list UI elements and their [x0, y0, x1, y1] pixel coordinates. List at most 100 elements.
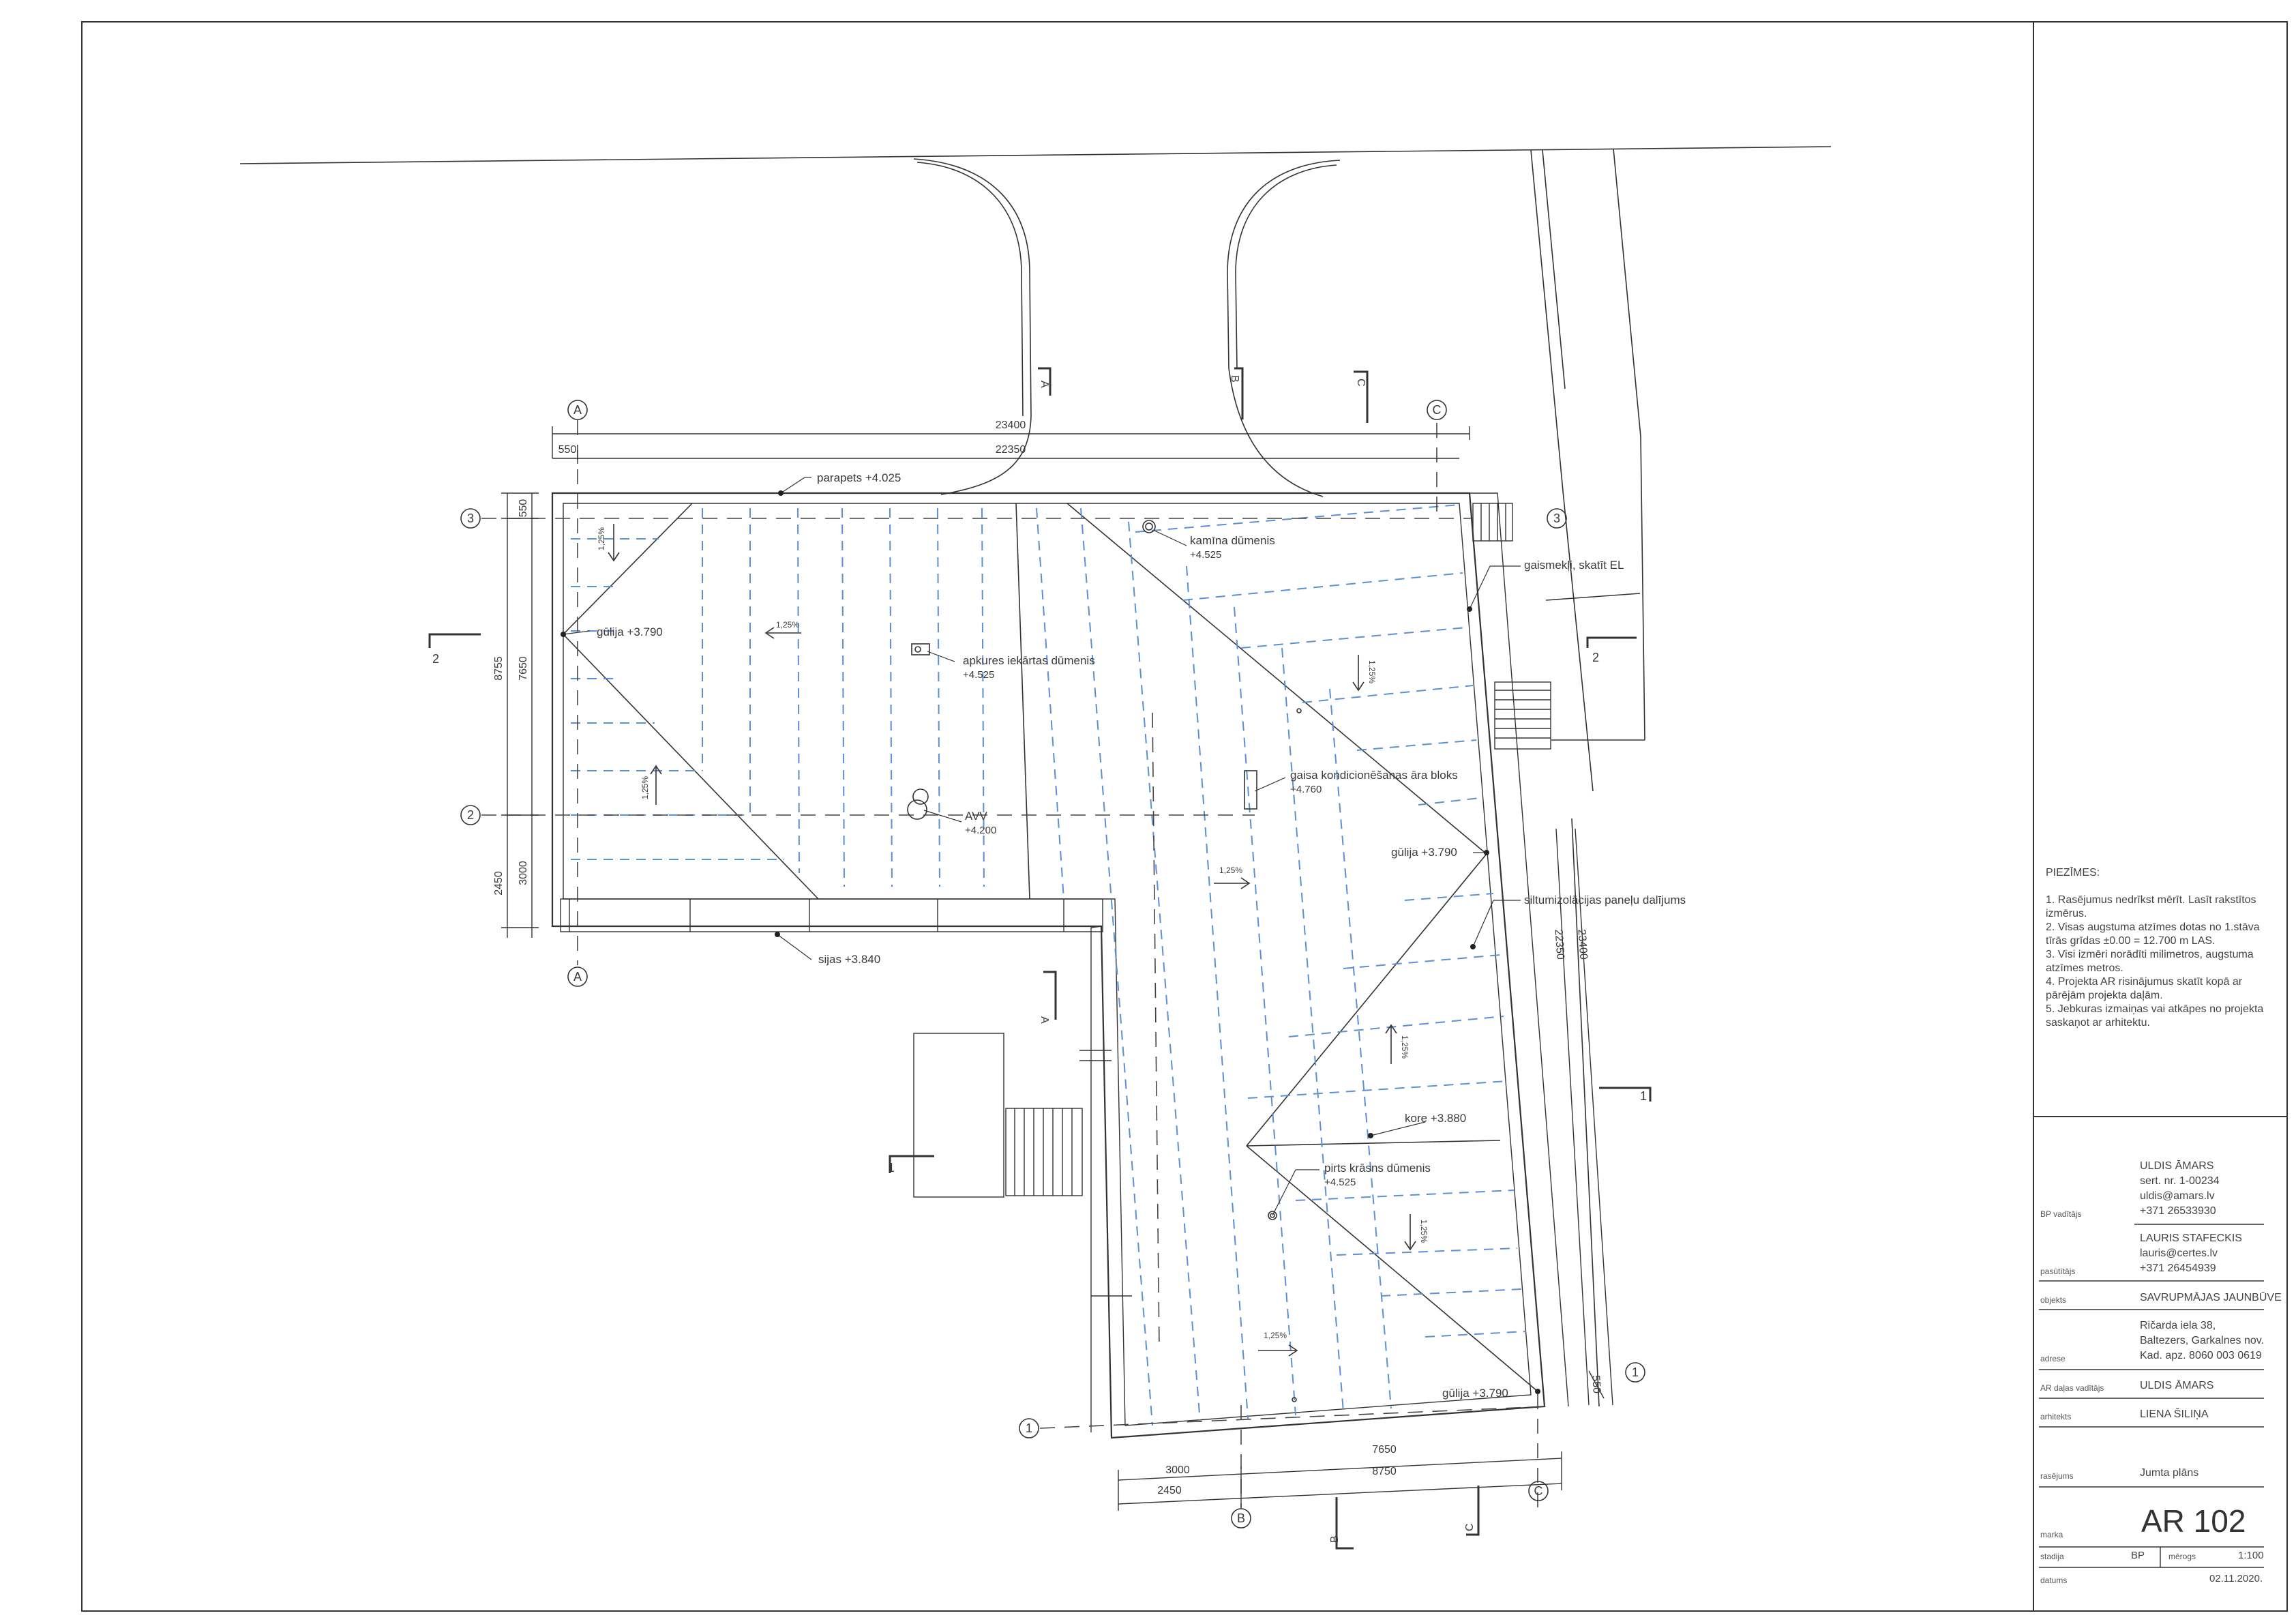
label-sijas: sijas +3.840 — [818, 953, 880, 966]
grid-axes — [481, 420, 1549, 1507]
dim-left-550: 550 — [518, 499, 529, 518]
label-apkures-elev: +4.525 — [963, 669, 994, 681]
stage-value: BP — [2131, 1550, 2145, 1561]
label-gaismekli: gaismekļi, skatīt EL — [1524, 559, 1624, 572]
dim-bottom-2450: 2450 — [1157, 1485, 1182, 1496]
stage-label: stadija — [2040, 1552, 2064, 1561]
section-b-top: B — [1229, 375, 1240, 383]
address-label: adrese — [2040, 1354, 2066, 1363]
slope-label-2: 1,25% — [1219, 866, 1242, 875]
bp-name: ULDIS ĀMARS — [2140, 1160, 2214, 1172]
dim-top-overall: 23400 — [996, 419, 1026, 431]
address-line-2: Baltezers, Garkalnes nov. — [2140, 1335, 2265, 1346]
notes-title: PIEZĪMES: — [2046, 867, 2100, 879]
scale-value: 1:100 — [2238, 1550, 2264, 1561]
stairs — [913, 503, 1551, 1198]
client-phone: +371 26454939 — [2140, 1263, 2216, 1274]
note-2: 2. Visas augstuma atzīmes dotas no 1.stā… — [2046, 921, 2260, 947]
label-pirts-elev: +4.525 — [1324, 1177, 1356, 1188]
label-gulija-bottom: gūlija +3.790 — [1442, 1387, 1508, 1400]
section-2-right: 2 — [1592, 651, 1599, 664]
slope-label-8: 1,25% — [1419, 1220, 1429, 1243]
dim-right-overall: 23400 — [1575, 929, 1589, 960]
site-lines — [239, 146, 1832, 1407]
dim-left-2450: 2450 — [493, 871, 505, 896]
titleblock-lines — [2039, 1224, 2264, 1568]
bp-cert: sert. nr. 1-00234 — [2140, 1175, 2220, 1187]
slope-label-3: 1,25% — [1264, 1331, 1287, 1340]
dim-top-550: 550 — [558, 444, 577, 456]
label-apkures: apkures iekārtas dūmenis — [963, 654, 1095, 667]
bp-phone: +371 26533930 — [2140, 1205, 2216, 1217]
label-avv-elev: +4.200 — [965, 825, 996, 836]
slope-label-1: 1,25% — [776, 620, 799, 630]
label-siltum: siltumizolācijas paneļu dalījums — [1524, 894, 1686, 906]
section-c-top: C — [1355, 379, 1367, 387]
address-line-3: Kad. apz. 8060 003 0619 — [2140, 1350, 2262, 1361]
scale-label: mērogs — [2168, 1552, 2196, 1561]
dim-bottom-7650: 7650 — [1372, 1444, 1397, 1456]
drawing-title: Jumta plāns — [2140, 1467, 2199, 1479]
leader-lines — [563, 477, 1521, 1216]
insulation-panels — [571, 504, 1527, 1426]
label-kamina-elev: +4.525 — [1190, 549, 1221, 561]
dim-bottom-8750: 8750 — [1372, 1466, 1397, 1477]
grid-a-top: A — [573, 403, 582, 417]
dim-right-550: 550 — [1590, 1375, 1602, 1394]
roof-ridges — [563, 503, 1538, 1392]
slope-label-5: 1,25% — [640, 776, 650, 799]
grid-c-top: C — [1433, 403, 1442, 417]
ar-label: AR daļas vadītājs — [2040, 1383, 2104, 1393]
client-email: lauris@certes.lv — [2140, 1247, 2218, 1259]
slope-label-4: 1,25% — [597, 527, 606, 550]
arch-name: LIENA ŠILIŅA — [2140, 1408, 2209, 1420]
client-name: LAURIS STAFECKIS — [2140, 1232, 2242, 1244]
grid-2-left: 2 — [467, 808, 474, 822]
grid-1-left: 1 — [1026, 1421, 1032, 1435]
client-label: pasūtītājs — [2040, 1267, 2076, 1276]
section-markers — [428, 367, 1652, 1550]
annotations: parapets +4.025 kamīna dūmenis +4.525 ga… — [597, 471, 1686, 1400]
section-c-bottom: C — [1464, 1523, 1476, 1531]
grid-bubbles: A A B C C 3 3 2 1 1 — [460, 400, 1645, 1529]
label-avv: AVV — [965, 810, 987, 823]
slope-label-7: 1,25% — [1400, 1035, 1410, 1059]
bp-email: uldis@amars.lv — [2140, 1190, 2215, 1202]
grid-a-bottom: A — [573, 970, 582, 984]
sheet-number: AR 102 — [2141, 1503, 2246, 1539]
dimension-lines — [501, 426, 1613, 1511]
dim-left-3000: 3000 — [518, 861, 529, 885]
object-label: objekts — [2040, 1295, 2067, 1305]
label-kamina: kamīna dūmenis — [1190, 534, 1275, 547]
section-b-bottom: B — [1329, 1535, 1341, 1543]
note-1: 1. Rasējumus nedrīkst mērīt. Lasīt rakst… — [2046, 894, 2256, 919]
dimension-text: 23400 22350 550 8755 7650 550 3000 2450 … — [493, 419, 1602, 1496]
object-value: SAVRUPMĀJAS JAUNBŪVE — [2140, 1292, 2282, 1303]
note-4: 4. Projekta AR risinājumus skatīt kopā a… — [2046, 976, 2243, 1001]
ar-name: ULDIS ĀMARS — [2140, 1380, 2214, 1391]
grid-3-left: 3 — [467, 512, 474, 525]
leader-dots — [561, 490, 1540, 1394]
date-label: datums — [2040, 1576, 2068, 1585]
notes-block: PIEZĪMES: 1. Rasējumus nedrīkst mērīt. L… — [2046, 866, 2278, 1030]
label-gaisa-elev: +4.760 — [1290, 784, 1322, 795]
section-a-mid: A — [1039, 1016, 1050, 1024]
section-1-left: 1 — [888, 1161, 895, 1175]
label-kore: kore +3.880 — [1405, 1112, 1466, 1125]
equipment-symbols — [907, 520, 1302, 1402]
label-pirts: pirts krāsns dūmenis — [1324, 1162, 1431, 1175]
dim-left-inner: 7650 — [518, 656, 529, 681]
date-value: 02.11.2020. — [2209, 1573, 2263, 1584]
dim-top-inner: 22350 — [996, 444, 1026, 456]
grid-3-right: 3 — [1553, 512, 1560, 525]
grid-c-bottom: C — [1534, 1484, 1543, 1498]
slope-arrows — [608, 524, 1416, 1357]
dim-bottom-3000: 3000 — [1165, 1464, 1190, 1476]
building-outline — [551, 492, 1569, 1439]
dim-left-overall: 8755 — [493, 656, 505, 681]
section-1-right: 1 — [1640, 1089, 1647, 1103]
grid-b-bottom: B — [1237, 1511, 1245, 1525]
marka-label: marka — [2040, 1530, 2063, 1539]
sheet-frame — [81, 21, 2288, 1612]
